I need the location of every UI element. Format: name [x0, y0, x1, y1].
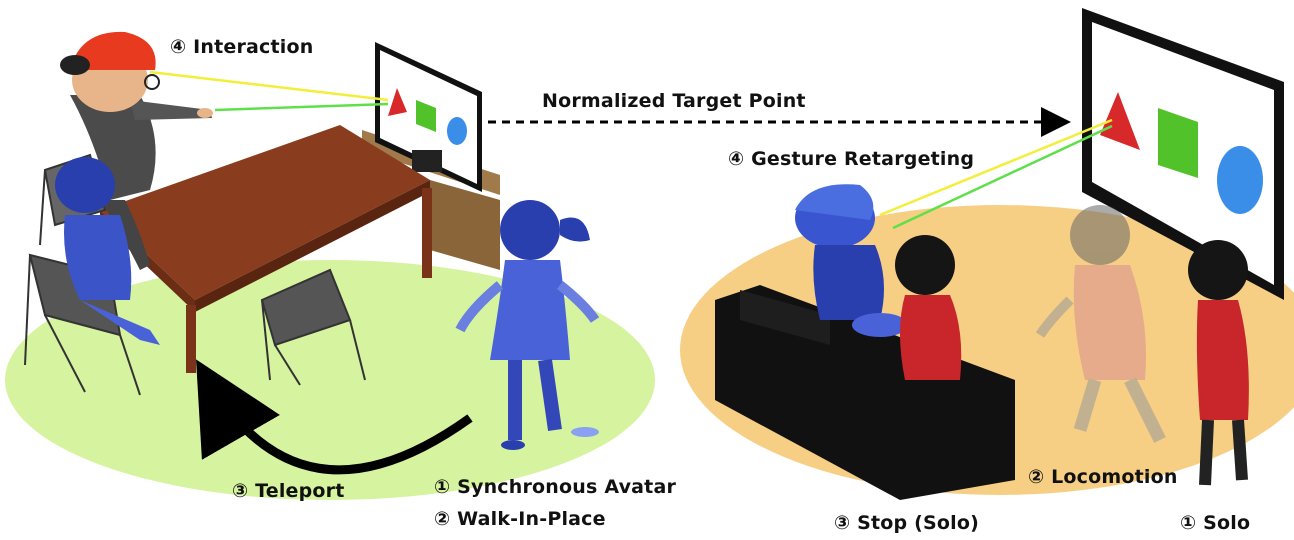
blue-seated-boy	[795, 184, 908, 337]
left-green-ray	[214, 102, 389, 112]
red-seated-girl	[895, 235, 962, 380]
red-solo-girl	[1188, 240, 1249, 486]
label-solo: ① Solo	[1180, 512, 1251, 534]
label-normalized-target-point: Normalized Target Point	[542, 90, 806, 112]
boy-avatar	[60, 31, 213, 270]
label-walk-in-place: ② Walk-In-Place	[434, 508, 606, 530]
right-yellow-ray	[879, 118, 1113, 217]
sofa	[715, 285, 1015, 500]
teleport-arrow	[196, 359, 473, 475]
label-locomotion: ② Locomotion	[1028, 466, 1178, 488]
label-stop-solo: ③ Stop (Solo)	[834, 512, 980, 534]
left-yellow-ray	[149, 70, 389, 102]
label-interaction: ④ Interaction	[170, 36, 314, 58]
right-green-ray	[892, 124, 1113, 230]
right-blue-circle	[1217, 146, 1263, 214]
left-red-triangle	[388, 88, 407, 116]
blue-synchronous-avatar	[455, 200, 600, 450]
left-floor-ellipse	[5, 260, 655, 500]
left-blue-circle	[447, 117, 467, 145]
blue-seated-girl	[55, 157, 160, 345]
label-teleport: ③ Teleport	[232, 480, 345, 502]
right-monitor	[1082, 8, 1284, 300]
left-monitor	[375, 42, 482, 192]
label-gesture-retargeting: ④ Gesture Retargeting	[728, 148, 975, 170]
ghost-locomotion-girl	[1035, 205, 1166, 443]
right-green-square	[1158, 108, 1198, 178]
right-red-triangle	[1100, 92, 1140, 150]
left-green-square	[416, 100, 436, 132]
label-synchronous-avatar: ① Synchronous Avatar	[434, 476, 677, 498]
